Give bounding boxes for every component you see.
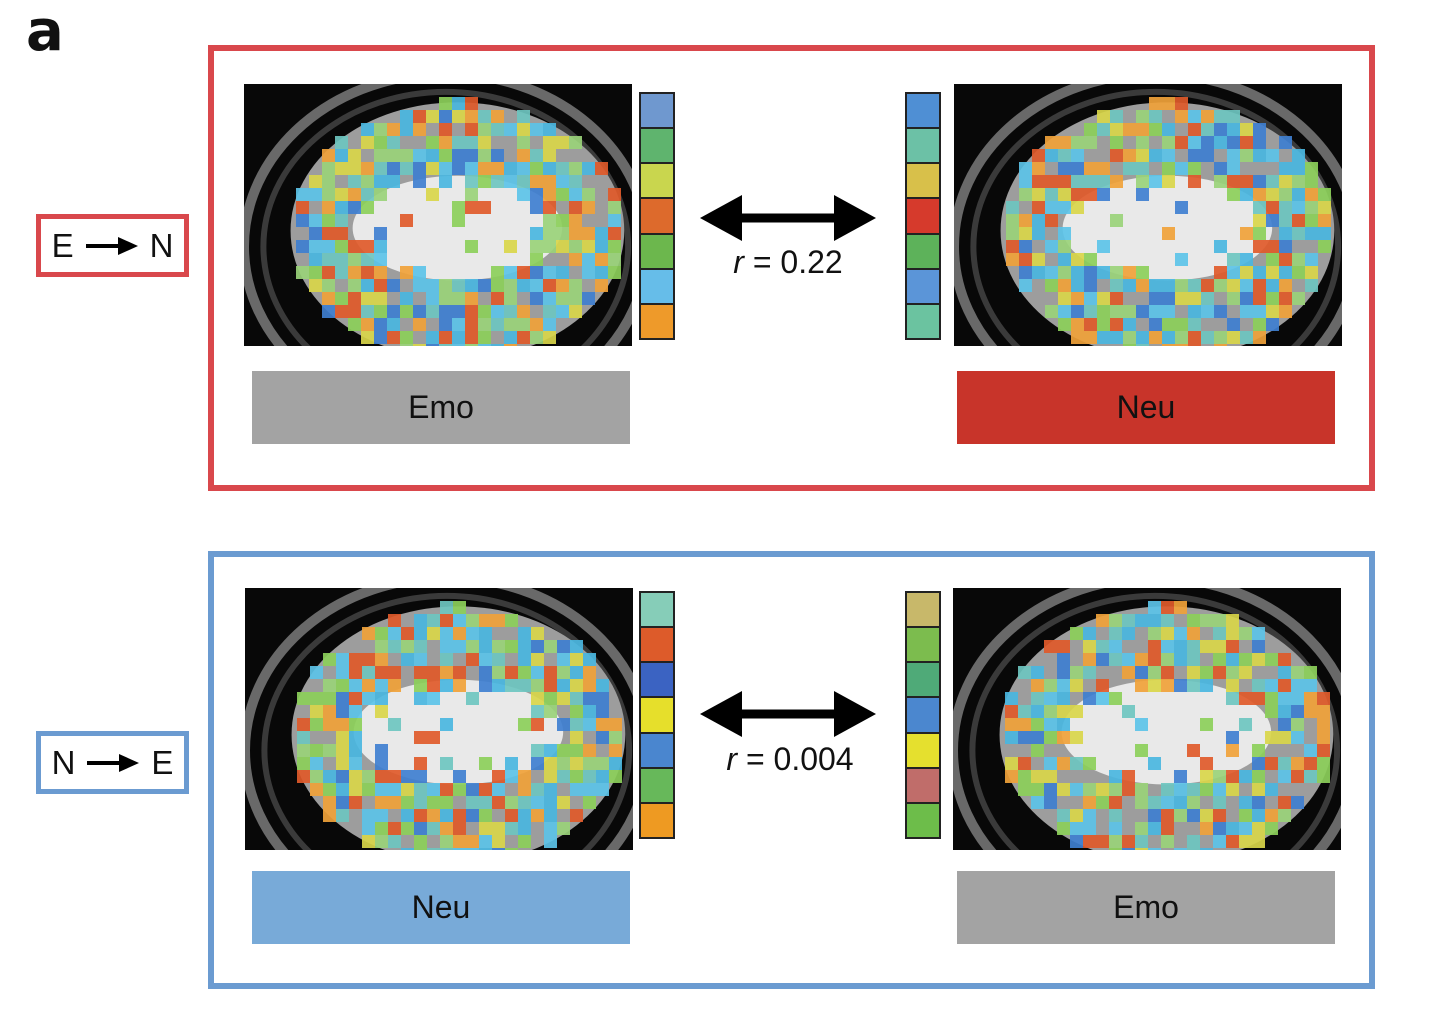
color-swatch (907, 803, 939, 837)
color-swatch (641, 768, 673, 802)
swatch-column (639, 591, 675, 839)
color-swatch (907, 234, 939, 268)
swatch-column (639, 92, 675, 340)
color-swatch (907, 164, 939, 198)
direction-to: E (151, 743, 174, 781)
color-swatch (907, 129, 939, 163)
correlation-label: r = 0.22 (688, 244, 888, 281)
color-swatch (907, 768, 939, 802)
color-swatch (907, 698, 939, 732)
condition-bar-neu: Neu (957, 371, 1335, 444)
r-value: = 0.22 (743, 244, 843, 280)
color-swatch (641, 94, 673, 128)
condition-bar-neu: Neu (252, 871, 630, 944)
swatch-column (905, 92, 941, 340)
color-swatch (641, 269, 673, 303)
swatch-column (905, 591, 941, 839)
right-arrow-icon (85, 236, 138, 255)
color-swatch (907, 199, 939, 233)
brain-slice-image (244, 84, 632, 346)
double-arrow-icon (700, 691, 876, 737)
color-swatch (907, 269, 939, 303)
direction-from: N (51, 743, 76, 781)
color-swatch (907, 663, 939, 697)
direction-from: E (51, 226, 74, 264)
color-swatch (641, 234, 673, 268)
right-arrow-icon (87, 753, 140, 772)
direction-to: N (149, 226, 174, 264)
color-swatch (641, 593, 673, 627)
color-swatch (641, 129, 673, 163)
color-swatch (907, 593, 939, 627)
brain-slice-image (245, 588, 633, 850)
color-swatch (907, 733, 939, 767)
double-arrow-icon (700, 195, 876, 241)
color-swatch (641, 663, 673, 697)
condition-bar-emo: Emo (252, 371, 630, 444)
color-swatch (907, 304, 939, 338)
color-swatch (641, 199, 673, 233)
r-symbol: r (726, 741, 738, 777)
row-frame-e-to-n (208, 45, 1375, 491)
direction-label-e-to-n: E N (36, 214, 189, 277)
color-swatch (641, 164, 673, 198)
correlation-label: r = 0.004 (690, 741, 890, 778)
row-frame-n-to-e (208, 551, 1375, 989)
color-swatch (641, 304, 673, 338)
r-value: = 0.004 (737, 741, 854, 777)
brain-slice-image (953, 588, 1341, 850)
panel-letter: a (26, 0, 64, 64)
condition-bar-emo: Emo (957, 871, 1335, 944)
color-swatch (641, 628, 673, 662)
direction-label-n-to-e: N E (36, 731, 189, 794)
color-swatch (907, 94, 939, 128)
color-swatch (641, 803, 673, 837)
r-symbol: r (733, 244, 744, 280)
color-swatch (907, 628, 939, 662)
color-swatch (641, 733, 673, 767)
brain-slice-image (954, 84, 1342, 346)
color-swatch (641, 698, 673, 732)
